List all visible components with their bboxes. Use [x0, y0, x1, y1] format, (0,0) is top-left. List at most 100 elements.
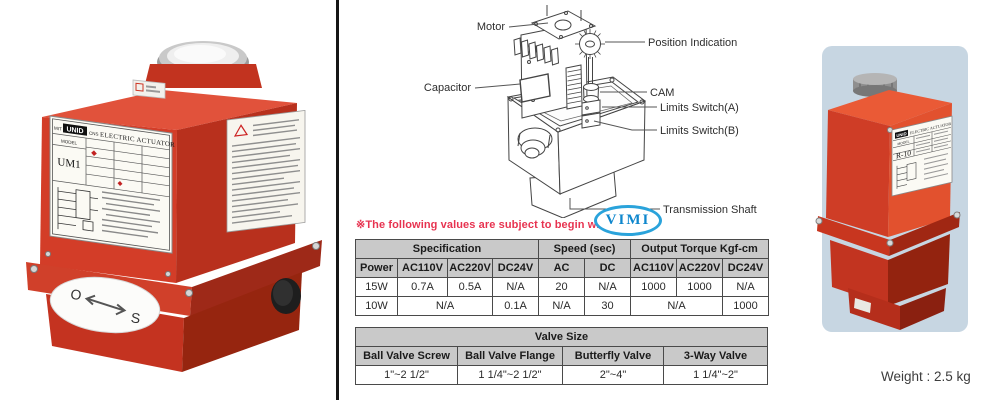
limit-switches: [581, 99, 601, 129]
dome-collar: [144, 64, 262, 88]
valve-table-title: Valve Size: [354, 327, 769, 347]
position-indication-gear: [575, 29, 605, 84]
spec-cell: 15W: [355, 277, 398, 297]
spec-group-torque: Output Torque Kgf-cm: [630, 239, 770, 259]
valve-value-row: 1"~2 1/2" 1 1/4"~2 1/2" 2"~4" 1 1/4"~2": [355, 365, 769, 385]
double-arrow-icon: [84, 294, 127, 316]
wiring-diagram: [896, 162, 917, 189]
frequency-note: ※The following values are subject to beg…: [356, 219, 640, 231]
spec-col-header: AC220V: [447, 258, 493, 278]
valve-size-table: Valve Size Ball Valve Screw Ball Valve F…: [354, 327, 769, 385]
red-mark: [117, 181, 123, 186]
spec-row-15w: 15W 0.7A 0.5A N/A 20 N/A 1000 1000 N/A: [355, 277, 770, 297]
valve-value-cell: 2"~4": [562, 365, 664, 385]
spec-cell: N/A: [630, 296, 724, 316]
valve-column-header-row: Ball Valve Screw Ball Valve Flange Butte…: [355, 346, 769, 366]
brand-logo: UNID: [66, 126, 83, 135]
shut-mark: S: [130, 309, 141, 326]
spec-cell: 0.1A: [491, 296, 540, 316]
left-actuator-photo: MIT UNID CNS ELECTRIC ACTUATOR MODEL UM1: [26, 41, 322, 372]
spec-col-header: DC: [584, 258, 632, 278]
label-grid: [893, 127, 951, 162]
model-label: MODEL: [897, 139, 909, 146]
spec-cell: 0.5A: [447, 277, 493, 297]
spec-group-speed: Speed (sec): [538, 239, 632, 259]
valve-col-header: Ball Valve Screw: [355, 346, 458, 366]
spec-col-header: AC110V: [630, 258, 678, 278]
valve-value-cell: 1 1/4"~2": [662, 365, 769, 385]
spec-col-header: DC24V: [722, 258, 770, 278]
cam-part: [583, 83, 599, 103]
spec-group-specification: Specification: [354, 239, 540, 259]
right-actuator-photo: UNID ELECTRIC ACTUATOR MODEL R-10: [815, 46, 968, 332]
spec-cell: 0.7A: [397, 277, 448, 297]
side-warning-label: [226, 109, 306, 233]
spec-cell: 20: [538, 277, 586, 297]
cable-gland: [517, 127, 553, 159]
label-limits-switch-a: Limits Switch(A): [660, 102, 739, 114]
spec-table: Specification Speed (sec) Output Torque …: [354, 239, 770, 316]
model-number: R-10: [896, 148, 911, 160]
spec-column-header-row: Power AC110V AC220V DC24V AC DC AC110V A…: [355, 258, 770, 278]
spec-cell: 1000: [722, 296, 770, 316]
spec-cell: 30: [584, 296, 632, 316]
label-motor: Motor: [477, 21, 505, 33]
spec-cell: N/A: [397, 296, 493, 316]
open-mark: O: [70, 286, 83, 303]
right-nameplate: UNID ELECTRIC ACTUATOR MODEL R-10: [891, 115, 953, 197]
direction-indicator-label: O S: [49, 276, 161, 334]
front-nameplate: MIT UNID CNS ELECTRIC ACTUATOR MODEL UM1: [49, 115, 175, 254]
capacitor-part: [519, 73, 551, 103]
spec-cell: N/A: [538, 296, 586, 316]
valve-col-header: 3-Way Valve: [662, 346, 769, 366]
spec-col-header: Power: [355, 258, 398, 278]
label-capacitor: Capacitor: [424, 82, 471, 94]
spec-group-header-row: Specification Speed (sec) Output Torque …: [354, 239, 770, 259]
spec-col-header: AC: [538, 258, 586, 278]
spec-col-header: AC220V: [676, 258, 724, 278]
top-sticker: [132, 79, 166, 99]
brand-prefix: MIT: [54, 126, 62, 132]
section-divider: [336, 0, 339, 400]
label-position-indication: Position Indication: [648, 37, 737, 49]
screws: [815, 127, 961, 247]
model-label: MODEL: [61, 139, 77, 146]
spec-cell: 10W: [355, 296, 398, 316]
valve-value-cell: 1 1/4"~2 1/2": [457, 365, 563, 385]
red-mark: [91, 150, 97, 157]
model-number: UM1: [57, 156, 80, 171]
brand-suffix: CNS: [89, 131, 99, 137]
spec-row-10w: 10W N/A 0.1A N/A 30 N/A 1000: [355, 296, 770, 316]
label-grid: [52, 133, 170, 198]
label-limits-switch-b: Limits Switch(B): [660, 125, 739, 137]
spec-cell: N/A: [722, 277, 770, 297]
valve-col-header: Butterfly Valve: [562, 346, 664, 366]
warning-triangle-icon: [233, 124, 249, 137]
spec-cell: N/A: [491, 277, 540, 297]
valve-title-row: Valve Size: [354, 327, 769, 347]
manual-knob: [271, 278, 301, 314]
spec-cell: 1000: [630, 277, 678, 297]
brand-logo: UNID: [896, 131, 906, 138]
spec-col-header: DC24V: [491, 258, 540, 278]
label-cam: CAM: [650, 87, 674, 99]
spec-cell: N/A: [584, 277, 632, 297]
diagram-drawing: [506, 5, 647, 218]
spec-cell: 1000: [676, 277, 724, 297]
brand-chip: [895, 129, 908, 139]
valve-value-cell: 1"~2 1/2": [355, 365, 458, 385]
label-transmission-shaft: Transmission Shaft: [663, 204, 757, 216]
brand-chip: [63, 123, 87, 136]
fine-print-lines: [102, 191, 160, 238]
fine-print-lines: [916, 130, 948, 180]
screws: [30, 242, 320, 297]
actuator-body: [817, 90, 960, 330]
weight-text: Weight : 2.5 kg: [881, 369, 971, 384]
valve-col-header: Ball Valve Flange: [457, 346, 563, 366]
terminal-blocks: [513, 37, 560, 66]
warning-text-lines: [232, 119, 300, 224]
connector-strip: [565, 64, 583, 110]
spec-col-header: AC110V: [397, 258, 448, 278]
exploded-diagram: Motor Position Indication Capacitor CAM …: [424, 5, 757, 218]
